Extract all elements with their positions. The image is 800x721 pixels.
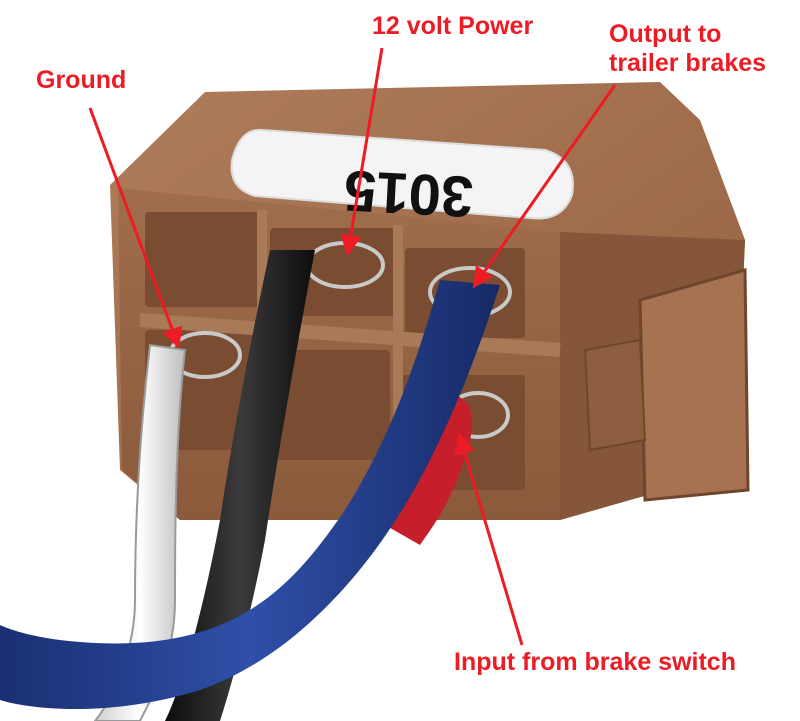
output-label: Output to trailer brakes (609, 20, 766, 78)
output-label-line1: Output to (609, 20, 722, 48)
input-arrow (454, 432, 524, 646)
power-arrow (340, 47, 384, 257)
red-wire (385, 393, 473, 545)
black-wire (165, 250, 315, 721)
connector-label-sticker: 3015 (230, 128, 574, 230)
annotation-arrows (88, 47, 617, 646)
connector-label-text: 3015 (343, 158, 475, 230)
output-arrow (472, 84, 617, 289)
ground-arrow (88, 107, 182, 349)
white-wire (93, 343, 187, 721)
blue-wire (0, 280, 500, 710)
wires (0, 250, 500, 721)
input-label: Input from brake switch (454, 648, 736, 676)
power-label: 12 volt Power (372, 12, 534, 40)
ground-label: Ground (36, 66, 127, 94)
output-label-line2: trailer brakes (609, 49, 767, 77)
